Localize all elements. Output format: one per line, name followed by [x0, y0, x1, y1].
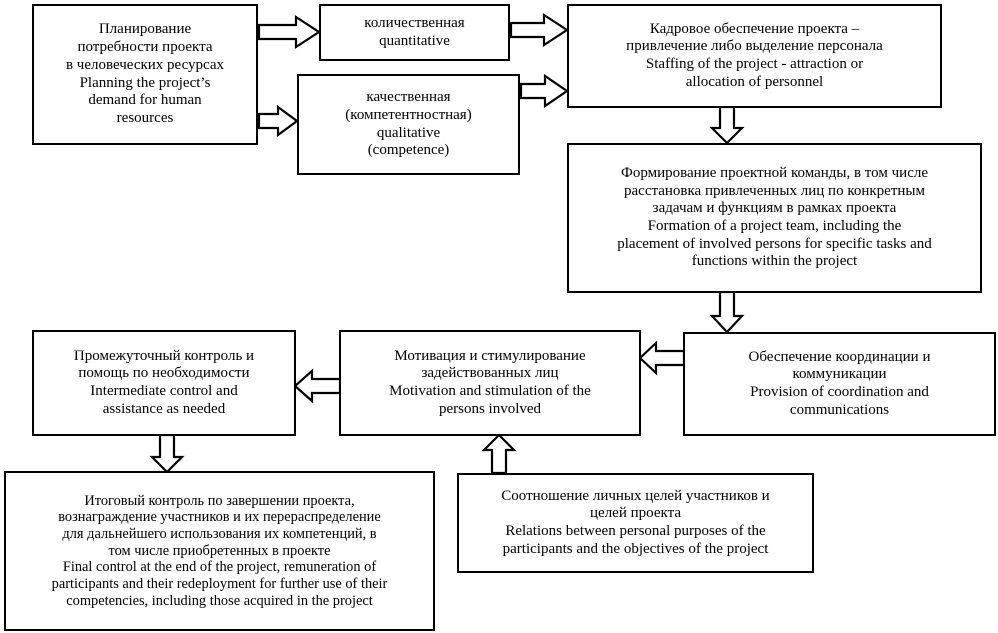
personal-goals-relations-box[interactable]: Соотношение личных целей участников и це… — [457, 473, 814, 573]
arrow-relations-to-motivation — [481, 433, 517, 475]
arrow-intermediate-to-final — [149, 433, 185, 474]
arrow-qualitative-to-staffing — [519, 73, 569, 109]
final-control-label: Итоговый контроль по завершении проекта,… — [51, 492, 388, 609]
quantitative-label: количественная quantitative — [364, 14, 465, 49]
intermediate-control-label: Промежуточный контроль и помощь по необх… — [73, 347, 255, 417]
block-arrow-right-icon — [519, 73, 569, 109]
qualitative-box[interactable]: качественная (компетентностная) qualitat… — [297, 74, 520, 175]
block-arrow-right-icon — [257, 14, 322, 50]
block-arrow-up-icon — [481, 433, 517, 475]
block-arrow-left-icon — [638, 340, 686, 376]
arrow-motivation-to-intermediate — [293, 368, 342, 404]
arrow-planning-to-quantitative — [257, 14, 322, 50]
intermediate-control-box[interactable]: Промежуточный контроль и помощь по необх… — [32, 330, 296, 436]
relations-label: Соотношение личных целей участников и це… — [501, 487, 770, 557]
planning-demand-label: Планирование потребности проекта в челов… — [65, 21, 225, 126]
quantitative-box[interactable]: количественная quantitative — [319, 4, 510, 61]
arrow-formation-to-coordination — [709, 290, 745, 334]
block-arrow-down-icon — [149, 433, 185, 474]
staffing-box[interactable]: Кадровое обеспечение проекта – привлечен… — [567, 4, 942, 108]
staffing-label: Кадровое обеспечение проекта – привлечен… — [626, 20, 883, 90]
arrow-quantitative-to-staffing — [509, 12, 570, 48]
motivation-stimulation-box[interactable]: Мотивация и стимулирование задействованн… — [339, 330, 641, 436]
team-formation-label: Формирование проектной команды, в том чи… — [617, 164, 932, 270]
block-arrow-down-icon — [709, 105, 745, 145]
block-arrow-down-icon — [709, 290, 745, 334]
qualitative-label: качественная (компетентностная) qualitat… — [345, 89, 472, 159]
planning-demand-box[interactable]: Планирование потребности проекта в челов… — [32, 4, 258, 145]
arrow-coordination-to-motivation — [638, 340, 686, 376]
coordination-communications-box[interactable]: Обеспечение координации и коммуникации P… — [683, 332, 996, 436]
team-formation-box[interactable]: Формирование проектной команды, в том чи… — [567, 143, 982, 293]
block-arrow-right-icon — [509, 12, 570, 48]
coordination-label: Обеспечение координации и коммуникации P… — [748, 348, 931, 418]
final-control-box[interactable]: Итоговый контроль по завершении проекта,… — [4, 471, 435, 631]
arrow-staffing-to-formation — [709, 105, 745, 145]
motivation-label: Мотивация и стимулирование задействованн… — [389, 347, 591, 417]
block-arrow-right-icon — [257, 104, 299, 138]
block-arrow-left-icon — [293, 368, 342, 404]
arrow-planning-to-qualitative — [257, 104, 299, 138]
